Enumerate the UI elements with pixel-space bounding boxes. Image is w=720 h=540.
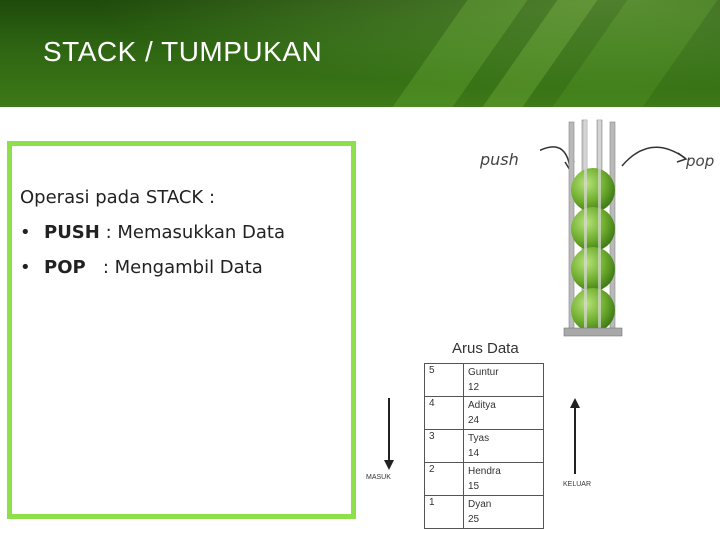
keluar-label: KELUAR — [563, 481, 592, 488]
row-value: Dyan 25 — [463, 495, 544, 529]
table-row: 1 Dyan 25 — [424, 495, 544, 529]
bullet-item-pop: • POP : Mengambil Data — [20, 250, 285, 285]
arus-data-table: 5 Guntur 12 4 Aditya 24 3 Tyas 14 2 Hendra 1… — [424, 363, 544, 529]
row-value: Aditya 24 — [463, 396, 544, 430]
apple-stack-illustration — [540, 119, 688, 337]
row-number: 3 — [424, 429, 464, 463]
row-amount: 15 — [468, 481, 480, 492]
masuk-arrow-icon — [384, 398, 394, 470]
apple-icon — [571, 288, 615, 332]
push-arrow-icon — [540, 146, 571, 169]
row-name: Tyas — [468, 433, 490, 444]
pop-arrow-icon — [621, 146, 686, 167]
row-number: 1 — [424, 495, 464, 529]
row-number: 4 — [424, 396, 464, 430]
row-name: Hendra — [468, 466, 501, 477]
slide-header: STACK / TUMPUKAN — [0, 0, 720, 107]
pop-arrowhead-icon — [676, 152, 688, 163]
row-value: Guntur 12 — [463, 363, 544, 397]
row-name: Guntur — [468, 367, 499, 378]
masuk-label: MASUK — [366, 474, 391, 481]
row-number: 2 — [424, 462, 464, 496]
row-value: Tyas 14 — [463, 429, 544, 463]
row-value: Hendra 15 — [463, 462, 544, 496]
header-glow — [0, 0, 720, 107]
row-amount: 14 — [468, 448, 480, 459]
bullet-item-push: • PUSH : Memasukkan Data — [20, 215, 285, 250]
row-amount: 25 — [468, 514, 480, 525]
push-label: push — [480, 150, 519, 169]
intro-text: Operasi pada STACK : — [20, 187, 216, 208]
stack-rod-front — [584, 120, 587, 332]
pop-label: pop — [686, 152, 715, 170]
bullet-dot: • — [20, 222, 31, 243]
stack-rod-front — [598, 120, 601, 332]
bullet-dot: • — [20, 257, 31, 278]
apple-icon — [571, 207, 615, 251]
bullet-list: Operasi pada STACK : • PUSH : Memasukkan … — [20, 180, 285, 285]
row-amount: 12 — [468, 382, 480, 393]
bullet-term: POP — [44, 257, 86, 278]
bullet-term: PUSH — [44, 222, 100, 243]
bullet-desc: : Mengambil Data — [91, 257, 263, 278]
row-name: Dyan — [468, 499, 492, 510]
stack-base — [563, 327, 623, 337]
arus-data-title: Arus Data — [452, 340, 519, 357]
table-row: 5 Guntur 12 — [424, 363, 544, 397]
slide-title: STACK / TUMPUKAN — [43, 36, 323, 67]
bullet-desc: : Memasukkan Data — [105, 222, 285, 243]
row-number: 5 — [424, 363, 464, 397]
content-box: Operasi pada STACK : • PUSH : Memasukkan … — [7, 141, 356, 519]
table-row: 4 Aditya 24 — [424, 396, 544, 430]
apple-icon — [571, 168, 615, 212]
table-row: 2 Hendra 15 — [424, 462, 544, 496]
keluar-arrow-icon — [570, 398, 580, 474]
table-row: 3 Tyas 14 — [424, 429, 544, 463]
row-amount: 24 — [468, 415, 480, 426]
apple-icon — [571, 247, 615, 291]
row-name: Aditya — [468, 400, 496, 411]
